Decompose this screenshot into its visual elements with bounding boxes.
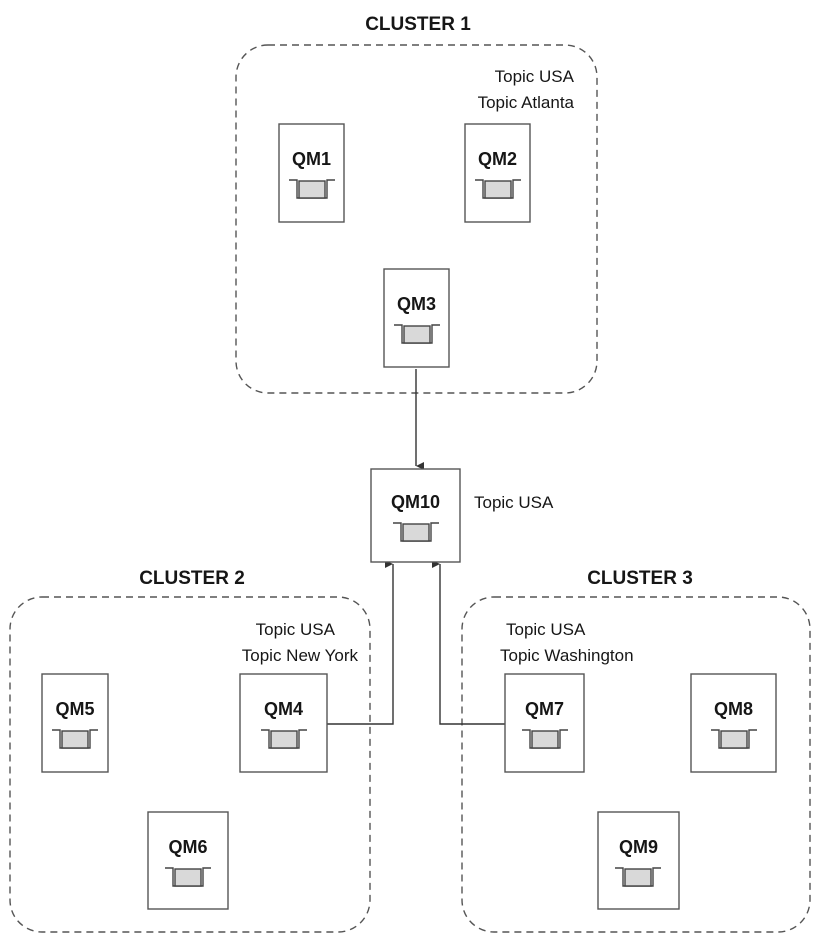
queue-icon	[615, 867, 661, 887]
qm3-node: QM3	[383, 268, 450, 368]
queue-icon	[165, 867, 211, 887]
qm7-node: QM7	[504, 673, 585, 773]
cluster-1-title: CLUSTER 1	[365, 14, 471, 35]
link-qm7-to-qm10	[432, 560, 505, 725]
qm-box	[41, 673, 109, 773]
qm10-topics: Topic USA	[474, 493, 554, 512]
queue-icon	[52, 729, 98, 749]
link-qm4-to-qm10	[327, 560, 394, 725]
qm-box	[383, 268, 450, 368]
qm7-topics: Topic USA Topic Washington	[500, 620, 634, 665]
queue-icon	[475, 179, 521, 199]
qm-box	[147, 811, 229, 910]
qm-box	[370, 468, 461, 563]
qm-label: QM4	[264, 699, 303, 719]
topic-label: Topic Atlanta	[478, 93, 575, 112]
qm-label: QM7	[525, 699, 564, 719]
qm10-node: QM10	[370, 468, 461, 563]
qm-label: QM5	[55, 699, 94, 719]
qm1-node: QM1	[278, 123, 345, 223]
qm-label: QM6	[168, 837, 207, 857]
topic-label: Topic USA	[506, 620, 586, 639]
topic-label: Topic Washington	[500, 646, 634, 665]
qm5-node: QM5	[41, 673, 109, 773]
qm-box	[690, 673, 777, 773]
queue-icon	[711, 729, 757, 749]
cluster-3-boundary	[461, 596, 811, 933]
qm-label: QM1	[292, 149, 331, 169]
qm-label: QM10	[391, 492, 440, 512]
cluster-2-boundary	[9, 596, 371, 933]
topic-label: Topic USA	[256, 620, 336, 639]
qm-label: QM3	[397, 294, 436, 314]
topic-label: Topic USA	[495, 67, 575, 86]
queue-icon	[522, 729, 568, 749]
queue-icon	[289, 179, 335, 199]
qm-label: QM8	[714, 699, 753, 719]
qm-box	[239, 673, 328, 773]
qm-box	[597, 811, 680, 910]
topic-label: Topic USA	[474, 493, 554, 512]
qm-box	[464, 123, 531, 223]
qm9-node: QM9	[597, 811, 680, 910]
qm2-topics: Topic USA Topic Atlanta	[478, 67, 575, 112]
cluster-3-title: CLUSTER 3	[587, 568, 693, 589]
qm-box	[278, 123, 345, 223]
qm-label: QM9	[619, 837, 658, 857]
qm4-topics: Topic USA Topic New York	[242, 620, 359, 665]
cluster-2-title: CLUSTER 2	[139, 568, 245, 589]
qm2-node: QM2	[464, 123, 531, 223]
qm-label: QM2	[478, 149, 517, 169]
topic-label: Topic New York	[242, 646, 359, 665]
qm4-node: QM4	[239, 673, 328, 773]
queue-icon	[394, 324, 440, 344]
qm6-node: QM6	[147, 811, 229, 910]
queue-icon	[393, 522, 439, 542]
queue-icon	[261, 729, 307, 749]
qm8-node: QM8	[690, 673, 777, 773]
qm-box	[504, 673, 585, 773]
